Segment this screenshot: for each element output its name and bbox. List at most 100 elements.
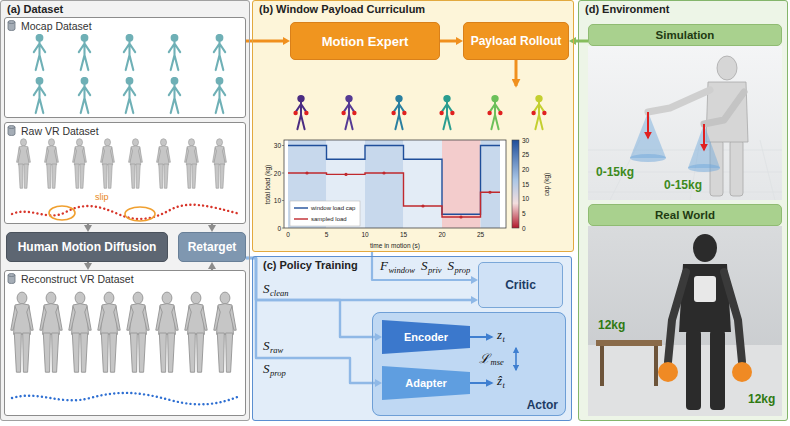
process-box: Payload Rollout bbox=[463, 22, 569, 60]
subscript: t bbox=[503, 334, 505, 344]
panel: (c) Policy TrainingCriticActorEncoderAda… bbox=[252, 256, 572, 421]
tick-label: 0 bbox=[522, 225, 526, 232]
subscript: window bbox=[388, 265, 414, 275]
tick-label: 10 bbox=[361, 231, 368, 238]
box-label: Payload Rollout bbox=[471, 34, 562, 48]
arrowhead bbox=[471, 296, 478, 304]
tick-label: 20 bbox=[438, 231, 445, 238]
header-bar: Real World bbox=[588, 204, 782, 226]
tick-label: 20 bbox=[274, 170, 281, 177]
panel-title: (a) Dataset bbox=[7, 3, 243, 15]
tick-label: 25 bbox=[477, 231, 484, 238]
arrowhead bbox=[84, 225, 92, 232]
dataset-title: Mocap Dataset bbox=[21, 20, 241, 32]
connector bbox=[208, 224, 216, 232]
math-symbol: F bbox=[380, 258, 388, 274]
subscript: priv bbox=[428, 265, 442, 275]
arrowhead bbox=[208, 262, 216, 269]
box-label: Simulation bbox=[656, 29, 715, 41]
dataset-title: Raw VR Dataset bbox=[21, 125, 241, 137]
tick-label: 10 bbox=[274, 197, 281, 204]
panel: (b) Window Payload CurriculumMotion Expe… bbox=[252, 0, 574, 252]
trapezoid-outline bbox=[382, 366, 470, 400]
math-symbol: S bbox=[263, 361, 270, 377]
panel-title: (b) Window Payload Curriculum bbox=[259, 3, 567, 15]
arrowhead bbox=[283, 37, 290, 45]
tick-label: 5 bbox=[522, 210, 526, 217]
load-label: 12kg bbox=[748, 392, 775, 406]
tick-label: 30 bbox=[522, 137, 529, 144]
tick-label: 20 bbox=[522, 166, 529, 173]
connector-line bbox=[440, 40, 458, 43]
axis-label: total load (kg) bbox=[264, 164, 271, 203]
math-symbol: z bbox=[497, 327, 502, 343]
tick-label: 0 bbox=[286, 231, 290, 238]
subscript: prop bbox=[455, 265, 471, 275]
box-label: Human Motion Diffusion bbox=[18, 240, 157, 254]
box-label: Retarget bbox=[188, 240, 237, 254]
box-label: Actor bbox=[527, 398, 558, 412]
panel-title: (d) Environment bbox=[585, 3, 781, 15]
panel: (d) EnvironmentSimulationReal World bbox=[578, 0, 788, 421]
adapter-trapezoid: Adapter bbox=[382, 366, 470, 400]
process-box: Retarget bbox=[178, 232, 246, 262]
math-symbol: S bbox=[421, 258, 428, 274]
connector bbox=[208, 262, 216, 270]
arrowhead bbox=[84, 263, 92, 270]
process-box: Motion Expert bbox=[290, 22, 440, 60]
trapezoid-outline bbox=[382, 320, 470, 354]
load-label: 0-15kg bbox=[664, 178, 702, 192]
axis-label: time in motion (s) bbox=[370, 242, 420, 249]
subscript: raw bbox=[270, 345, 283, 355]
dataset-title: Reconstruct VR Dataset bbox=[21, 273, 241, 285]
arrowhead bbox=[456, 37, 463, 45]
actor-box: Actor EncoderAdapter bbox=[372, 312, 566, 416]
subscript: t bbox=[503, 380, 505, 390]
arrowhead bbox=[375, 379, 382, 387]
load-label: 0-15kg bbox=[596, 165, 634, 179]
axis-label: cap (kg) bbox=[543, 172, 550, 195]
subscript: clean bbox=[270, 288, 288, 298]
tick-label: 5 bbox=[325, 231, 329, 238]
box-label: Real World bbox=[655, 209, 715, 221]
math-symbol: ẑ bbox=[497, 373, 502, 389]
math-symbol: ℒ bbox=[479, 349, 490, 367]
math-symbol: S bbox=[263, 338, 270, 354]
math-symbol: S bbox=[448, 258, 455, 274]
subscript: mse bbox=[491, 357, 504, 367]
tick-label: 15 bbox=[522, 181, 529, 188]
dataset-box: Raw VR Dataset bbox=[4, 122, 246, 224]
critic-box: Critic bbox=[478, 262, 563, 308]
legend-text: window load cap bbox=[311, 205, 355, 211]
connector bbox=[440, 37, 463, 45]
box-label: Adapter bbox=[405, 377, 447, 389]
connector bbox=[84, 262, 92, 270]
box-label: Motion Expert bbox=[322, 34, 409, 49]
callout-label: slip bbox=[95, 192, 109, 202]
box-label: Encoder bbox=[404, 331, 448, 343]
process-box: Human Motion Diffusion bbox=[6, 232, 168, 262]
tick-label: 25 bbox=[522, 151, 529, 158]
arrowhead bbox=[208, 225, 216, 232]
box-label: Critic bbox=[505, 278, 536, 292]
tick-label: 15 bbox=[400, 231, 407, 238]
panel: (a) DatasetMocap DatasetRaw VR DatasetHu… bbox=[0, 0, 250, 421]
connector bbox=[246, 258, 382, 387]
subscript: prop bbox=[270, 368, 286, 378]
connector-line bbox=[246, 258, 377, 383]
connector bbox=[84, 224, 92, 232]
legend-text: sampled load bbox=[311, 216, 347, 222]
arrowhead bbox=[471, 276, 478, 284]
arrowhead bbox=[375, 333, 382, 341]
load-label: 12kg bbox=[598, 318, 625, 332]
tick-label: 30 bbox=[274, 142, 281, 149]
arrowhead bbox=[569, 37, 576, 45]
math-symbol: S bbox=[263, 281, 270, 297]
dataset-box: Mocap Dataset bbox=[4, 17, 246, 118]
connector-line bbox=[574, 40, 588, 43]
tick-label: 10 bbox=[522, 195, 529, 202]
header-bar: Simulation bbox=[588, 24, 782, 46]
encoder-trapezoid: Encoder bbox=[382, 320, 470, 354]
tick-label: 0 bbox=[277, 225, 281, 232]
